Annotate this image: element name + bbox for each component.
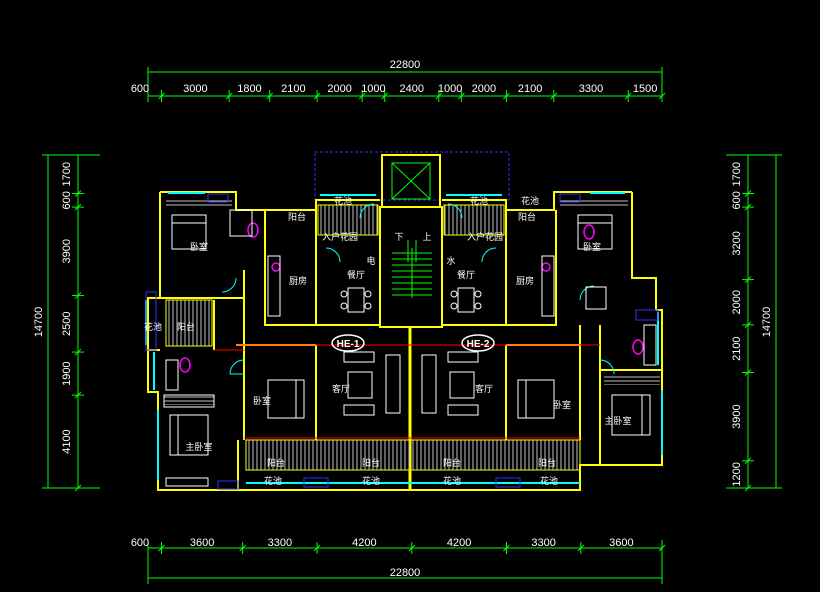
dining-chairs: [340, 290, 482, 310]
room-entrance-garden: 入户花园: [467, 231, 503, 243]
dimension-segment-label: 2000: [327, 83, 351, 95]
room-flower-bed: 花池: [144, 321, 162, 333]
top-dimension-labels: 600 3000 1800 2100 2000 1000 2400 1000 2000 2100 3…: [131, 83, 658, 95]
room-flower-bed: 花池: [470, 195, 488, 207]
dimension-segment-label: 3300: [268, 537, 292, 549]
dimension-segment-label: 3600: [190, 537, 214, 549]
room-kitchen: 厨房: [289, 275, 307, 287]
water-shaft: 水: [446, 255, 455, 267]
right-dimension-labels: 1700 600 3200 2000 2100 3900 1200: [731, 162, 743, 487]
door-swings: [221, 203, 615, 375]
room-master-bedroom: 主卧室: [185, 441, 212, 453]
dimension-segment-label: 3300: [531, 537, 555, 549]
svg-text:HE-1: HE-1: [337, 339, 360, 350]
dimension-segment-label: 3200: [731, 231, 743, 255]
dimension-right: [726, 154, 782, 492]
room-living: 客厅: [332, 383, 350, 395]
elevator-shaft: [381, 154, 441, 208]
bottom-total-dimension: 22800: [390, 567, 421, 579]
dimension-segment-label: 600: [61, 191, 73, 209]
dimension-segment-label: 2100: [731, 336, 743, 360]
room-flower-bed: 花池: [362, 475, 380, 487]
room-balcony: 阳台: [518, 211, 536, 223]
unit-label-he1: HE-1: [331, 334, 365, 352]
dimension-segment-label: 3000: [183, 83, 207, 95]
room-balcony: 阳台: [177, 321, 195, 333]
room-kitchen: 厨房: [516, 275, 534, 287]
bath-tubs: [165, 209, 657, 391]
dimension-segment-label: 600: [131, 537, 149, 549]
dimension-segment-label: 600: [731, 191, 743, 209]
stairs-down: 下: [394, 233, 403, 243]
room-bedroom: 卧室: [253, 395, 271, 407]
dimension-segment-label: 1000: [361, 83, 385, 95]
room-balcony: 阳台: [288, 211, 306, 223]
dimension-segment-label: 1900: [61, 361, 73, 385]
dimension-left: [42, 154, 100, 492]
dimension-segment-label: 4200: [352, 537, 376, 549]
ac-units: [145, 193, 659, 490]
hatch-areas: [164, 200, 660, 471]
stairs-up: 上: [422, 232, 431, 243]
room-balcony: 阳台: [443, 457, 461, 469]
dimension-segment-label: 2100: [281, 83, 305, 95]
room-bedroom: 卧室: [190, 241, 208, 253]
room-labels: 花池 花池 花池 阳台 阳台 卧室 卧室 入户花园 入户花园 下 上 电 水 厨…: [144, 195, 632, 487]
dimension-segment-label: 4200: [447, 537, 471, 549]
dimension-segment-label: 1700: [731, 162, 743, 186]
electric-shaft: 电: [366, 255, 375, 267]
dimension-segment-label: 2000: [731, 290, 743, 314]
room-flower-bed: 花池: [443, 475, 461, 487]
dimension-segment-label: 1000: [438, 83, 462, 95]
dimension-segment-label: 1800: [237, 83, 261, 95]
room-flower-bed: 花池: [540, 475, 558, 487]
room-bedroom: 卧室: [583, 241, 601, 253]
top-total-dimension: 22800: [390, 59, 421, 71]
room-master-bedroom: 主卧室: [604, 415, 631, 427]
unit-label-he2: HE-2: [461, 334, 495, 352]
room-balcony: 阳台: [267, 457, 285, 469]
room-flower-bed: 花池: [264, 475, 282, 487]
dimension-segment-label: 3300: [579, 83, 603, 95]
dimension-segment-label: 1200: [731, 462, 743, 486]
room-bedroom: 卧室: [553, 399, 571, 411]
roof-outline: [314, 151, 510, 201]
dimension-segment-label: 3900: [61, 239, 73, 263]
right-unit-walls: [410, 191, 663, 491]
left-dimension-labels: 1700 600 3900 2500 1900 4100: [61, 162, 73, 454]
dimension-segment-label: 1500: [633, 83, 657, 95]
dimension-top: [147, 67, 666, 102]
right-total-dimension: 14700: [761, 307, 773, 338]
room-dining: 餐厅: [347, 269, 365, 281]
dimension-segment-label: 2000: [472, 83, 496, 95]
interior-lines: [214, 344, 600, 439]
dimension-segment-label: 3600: [609, 537, 633, 549]
room-entrance-garden: 入户花园: [322, 231, 358, 243]
furniture: [163, 214, 651, 487]
room-flower-bed: 花池: [334, 195, 352, 207]
left-total-dimension: 14700: [33, 307, 45, 338]
dimension-segment-label: 2400: [400, 83, 424, 95]
room-balcony: 阳台: [538, 457, 556, 469]
dimension-segment-label: 2100: [518, 83, 542, 95]
bottom-dimension-labels: 600 3600 3300 4200 4200 3300 3600: [131, 537, 634, 549]
room-living: 客厅: [475, 383, 493, 395]
stair-core: [379, 206, 443, 328]
dimension-segment-label: 3900: [731, 404, 743, 428]
dimension-segment-label: 4100: [61, 429, 73, 453]
room-dining: 餐厅: [457, 269, 475, 281]
svg-text:HE-2: HE-2: [467, 339, 490, 350]
room-balcony: 阳台: [362, 457, 380, 469]
dimension-segment-label: 2500: [61, 312, 73, 336]
room-flower-bed: 花池: [521, 195, 539, 207]
dimension-segment-label: 1700: [61, 162, 73, 186]
dimension-bottom: [147, 540, 666, 584]
dimension-segment-label: 600: [131, 83, 149, 95]
